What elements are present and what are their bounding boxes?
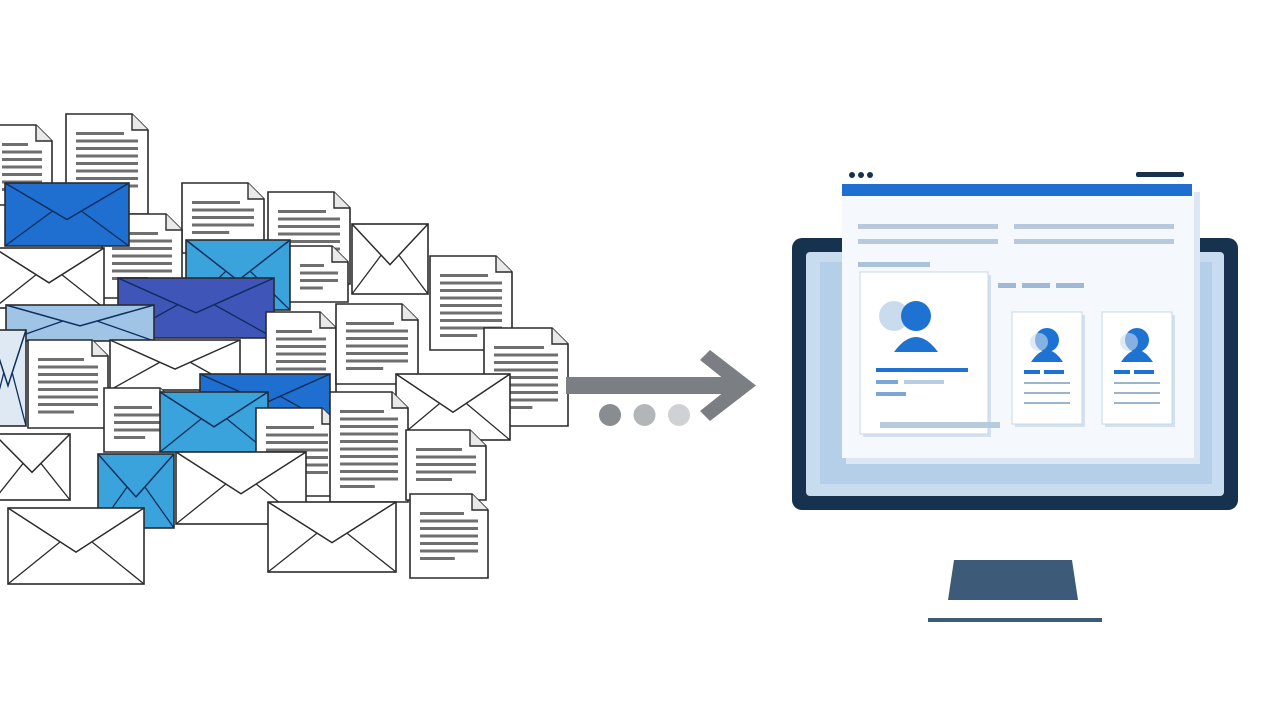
- progress-dot: [599, 404, 621, 426]
- monitor-icon: [792, 172, 1238, 622]
- document-icon: [429, 255, 513, 351]
- document-icon: [329, 391, 409, 503]
- window-control: [1136, 172, 1184, 177]
- envelope-icon: [159, 391, 269, 453]
- envelope-icon: [4, 182, 130, 247]
- window-dot: [849, 172, 855, 178]
- transfer-arrow: [566, 350, 756, 426]
- document-icon: [335, 303, 419, 385]
- document-icon: [289, 245, 349, 303]
- document-icon: [409, 493, 489, 579]
- envelope-icon: [5, 304, 155, 342]
- user-avatar-icon: [879, 301, 938, 352]
- profile-card: [859, 271, 1000, 437]
- user-avatar-icon: [1120, 328, 1153, 362]
- app-window: [842, 172, 1200, 464]
- envelope-icon: [0, 433, 71, 501]
- arrow-right-icon: [566, 350, 756, 421]
- document-icon: [27, 339, 109, 429]
- progress-dot: [668, 404, 690, 426]
- envelope-icon: [0, 329, 27, 427]
- envelope-icon: [7, 507, 145, 585]
- monitor-stand: [948, 560, 1078, 600]
- envelope-icon: [0, 247, 105, 309]
- monitor-base: [928, 618, 1102, 622]
- document-icon: [405, 429, 487, 501]
- user-avatar-icon: [1030, 328, 1063, 362]
- window-dot: [858, 172, 864, 178]
- window-title-bar: [842, 184, 1192, 196]
- progress-dot: [633, 404, 656, 426]
- envelope-icon: [267, 501, 397, 573]
- profile-card: [1011, 311, 1085, 427]
- window-dot: [867, 172, 873, 178]
- document-envelope-pile: [0, 113, 569, 585]
- profile-card: [1101, 311, 1175, 427]
- envelope-icon: [351, 223, 429, 295]
